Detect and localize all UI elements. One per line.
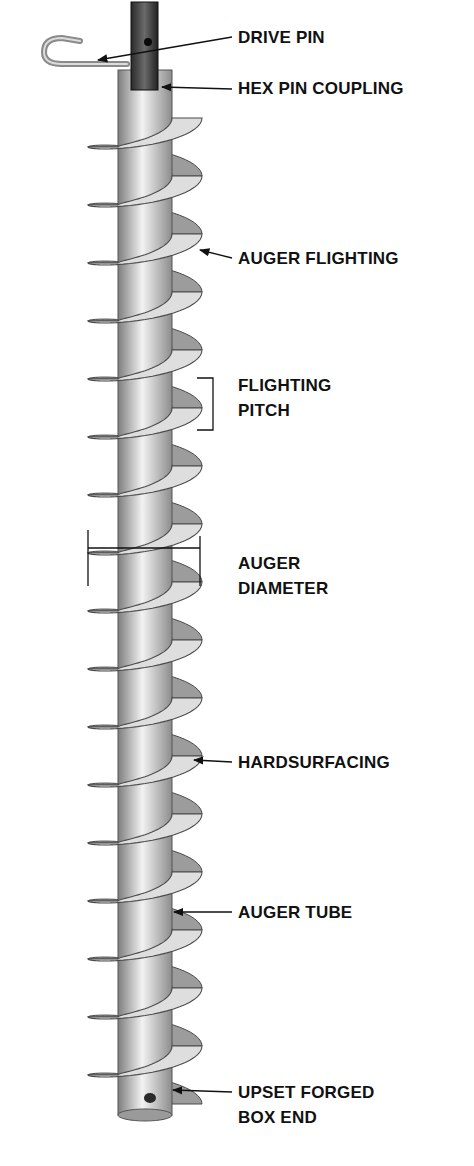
flight-front-half	[88, 1046, 202, 1077]
part-label: HEX PIN COUPLING	[238, 76, 468, 101]
leader-line	[174, 911, 232, 912]
leader-line	[162, 87, 232, 89]
flighting-front	[88, 118, 202, 1077]
leader-line	[98, 37, 232, 60]
flight-front-half	[88, 466, 202, 497]
leader-lines	[88, 37, 232, 1092]
part-label: DRIVE PIN	[238, 25, 438, 50]
flight-front-half	[88, 350, 202, 381]
flight-front-half	[88, 582, 202, 613]
flight-front-half	[88, 756, 202, 787]
flight-front-half	[88, 640, 202, 671]
hex-pin-coupling	[131, 2, 158, 90]
pitch-bracket	[197, 378, 213, 430]
part-label: AUGER TUBE	[238, 900, 458, 925]
coupling-hole	[144, 38, 152, 46]
flight-front-half	[88, 292, 202, 323]
box-end-rim	[118, 1109, 172, 1121]
part-label: FLIGHTING PITCH	[238, 373, 348, 423]
flight-front-half	[88, 176, 202, 207]
flight-front-half	[88, 988, 202, 1019]
part-label: HARDSURFACING	[238, 750, 458, 775]
leader-line	[194, 760, 232, 762]
part-label: UPSET FORGED BOX END	[238, 1080, 388, 1130]
flight-front-half	[88, 698, 202, 729]
leader-line	[173, 1090, 232, 1092]
flight-front-half	[88, 872, 202, 903]
flight-front-half	[88, 814, 202, 845]
part-label: AUGER DIAMETER	[238, 551, 348, 601]
flight-front-half	[88, 408, 202, 439]
flight-front-half	[88, 234, 202, 265]
diameter-dimension-line	[88, 547, 200, 548]
flight-front-half	[88, 930, 202, 961]
box-end-hole	[144, 1093, 156, 1103]
diameter-extension-line	[87, 530, 88, 586]
leader-line	[200, 250, 232, 258]
flight-front-half	[88, 524, 202, 555]
flight-front-half	[88, 118, 202, 149]
diameter-extension-line	[199, 536, 200, 586]
drive-pin	[44, 38, 127, 64]
drive-pin-highlight	[44, 38, 127, 64]
part-label: AUGER FLIGHTING	[238, 246, 458, 271]
